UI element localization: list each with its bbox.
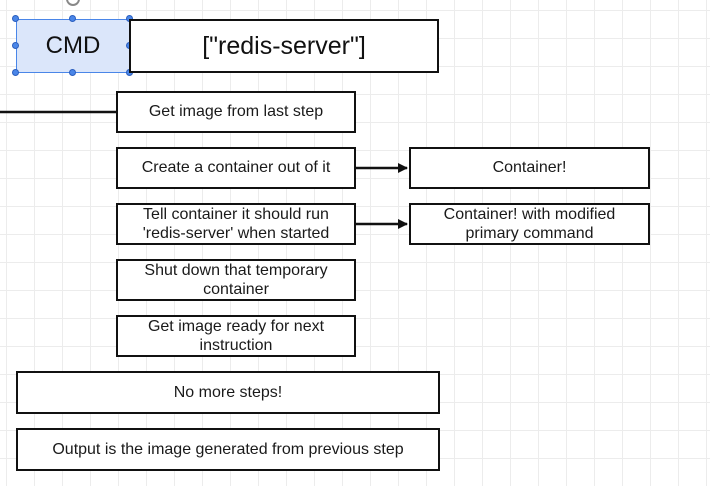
step-create-container-label: Create a container out of it	[141, 159, 331, 176]
selection-handle-top-mid[interactable]	[69, 15, 76, 22]
step-image-ready-line-2: instruction	[199, 337, 273, 354]
step-tell-container-line-1: Tell container it should run	[143, 206, 329, 223]
step-tell-container-box[interactable]: Tell container it should run 'redis-serv…	[116, 203, 356, 245]
step-shut-down-line-2: container	[203, 281, 269, 298]
output-box[interactable]: Output is the image generated from previ…	[16, 428, 440, 471]
step-tell-container-label: Tell container it should run 'redis-serv…	[143, 205, 330, 243]
selection-handle-top-left[interactable]	[12, 15, 19, 22]
result-modified-container-label: Container! with modified primary command	[444, 205, 616, 243]
output-label: Output is the image generated from previ…	[52, 440, 404, 458]
result-modified-line-2: primary command	[465, 225, 594, 242]
selection-handle-mid-left[interactable]	[12, 42, 19, 49]
step-shut-down-line-1: Shut down that temporary	[144, 262, 328, 279]
selection-handle-bottom-left[interactable]	[12, 69, 19, 76]
cmd-keyword-label: CMD	[45, 32, 101, 59]
step-shut-down-box[interactable]: Shut down that temporary container	[116, 259, 356, 301]
step-image-ready-label: Get image ready for next instruction	[148, 317, 324, 355]
step-image-ready-box[interactable]: Get image ready for next instruction	[116, 315, 356, 357]
result-modified-container-box[interactable]: Container! with modified primary command	[409, 203, 650, 245]
step-create-container-box[interactable]: Create a container out of it	[116, 147, 356, 189]
step-shut-down-label: Shut down that temporary container	[144, 261, 327, 299]
step-image-ready-line-1: Get image ready for next	[147, 318, 325, 335]
step-get-image-box[interactable]: Get image from last step	[116, 91, 356, 133]
step-tell-container-line-2: 'redis-server' when started	[142, 225, 330, 242]
no-more-steps-box[interactable]: No more steps!	[16, 371, 440, 414]
no-more-steps-label: No more steps!	[173, 383, 283, 401]
selection-handle-bottom-mid[interactable]	[69, 69, 76, 76]
cmd-value-label: ["redis-server"]	[202, 31, 366, 60]
cmd-value-box[interactable]: ["redis-server"]	[129, 19, 439, 73]
step-get-image-label: Get image from last step	[148, 103, 324, 120]
result-container-label: Container!	[492, 159, 567, 176]
result-modified-line-1: Container! with modified	[443, 206, 616, 223]
result-container-box[interactable]: Container!	[409, 147, 650, 189]
